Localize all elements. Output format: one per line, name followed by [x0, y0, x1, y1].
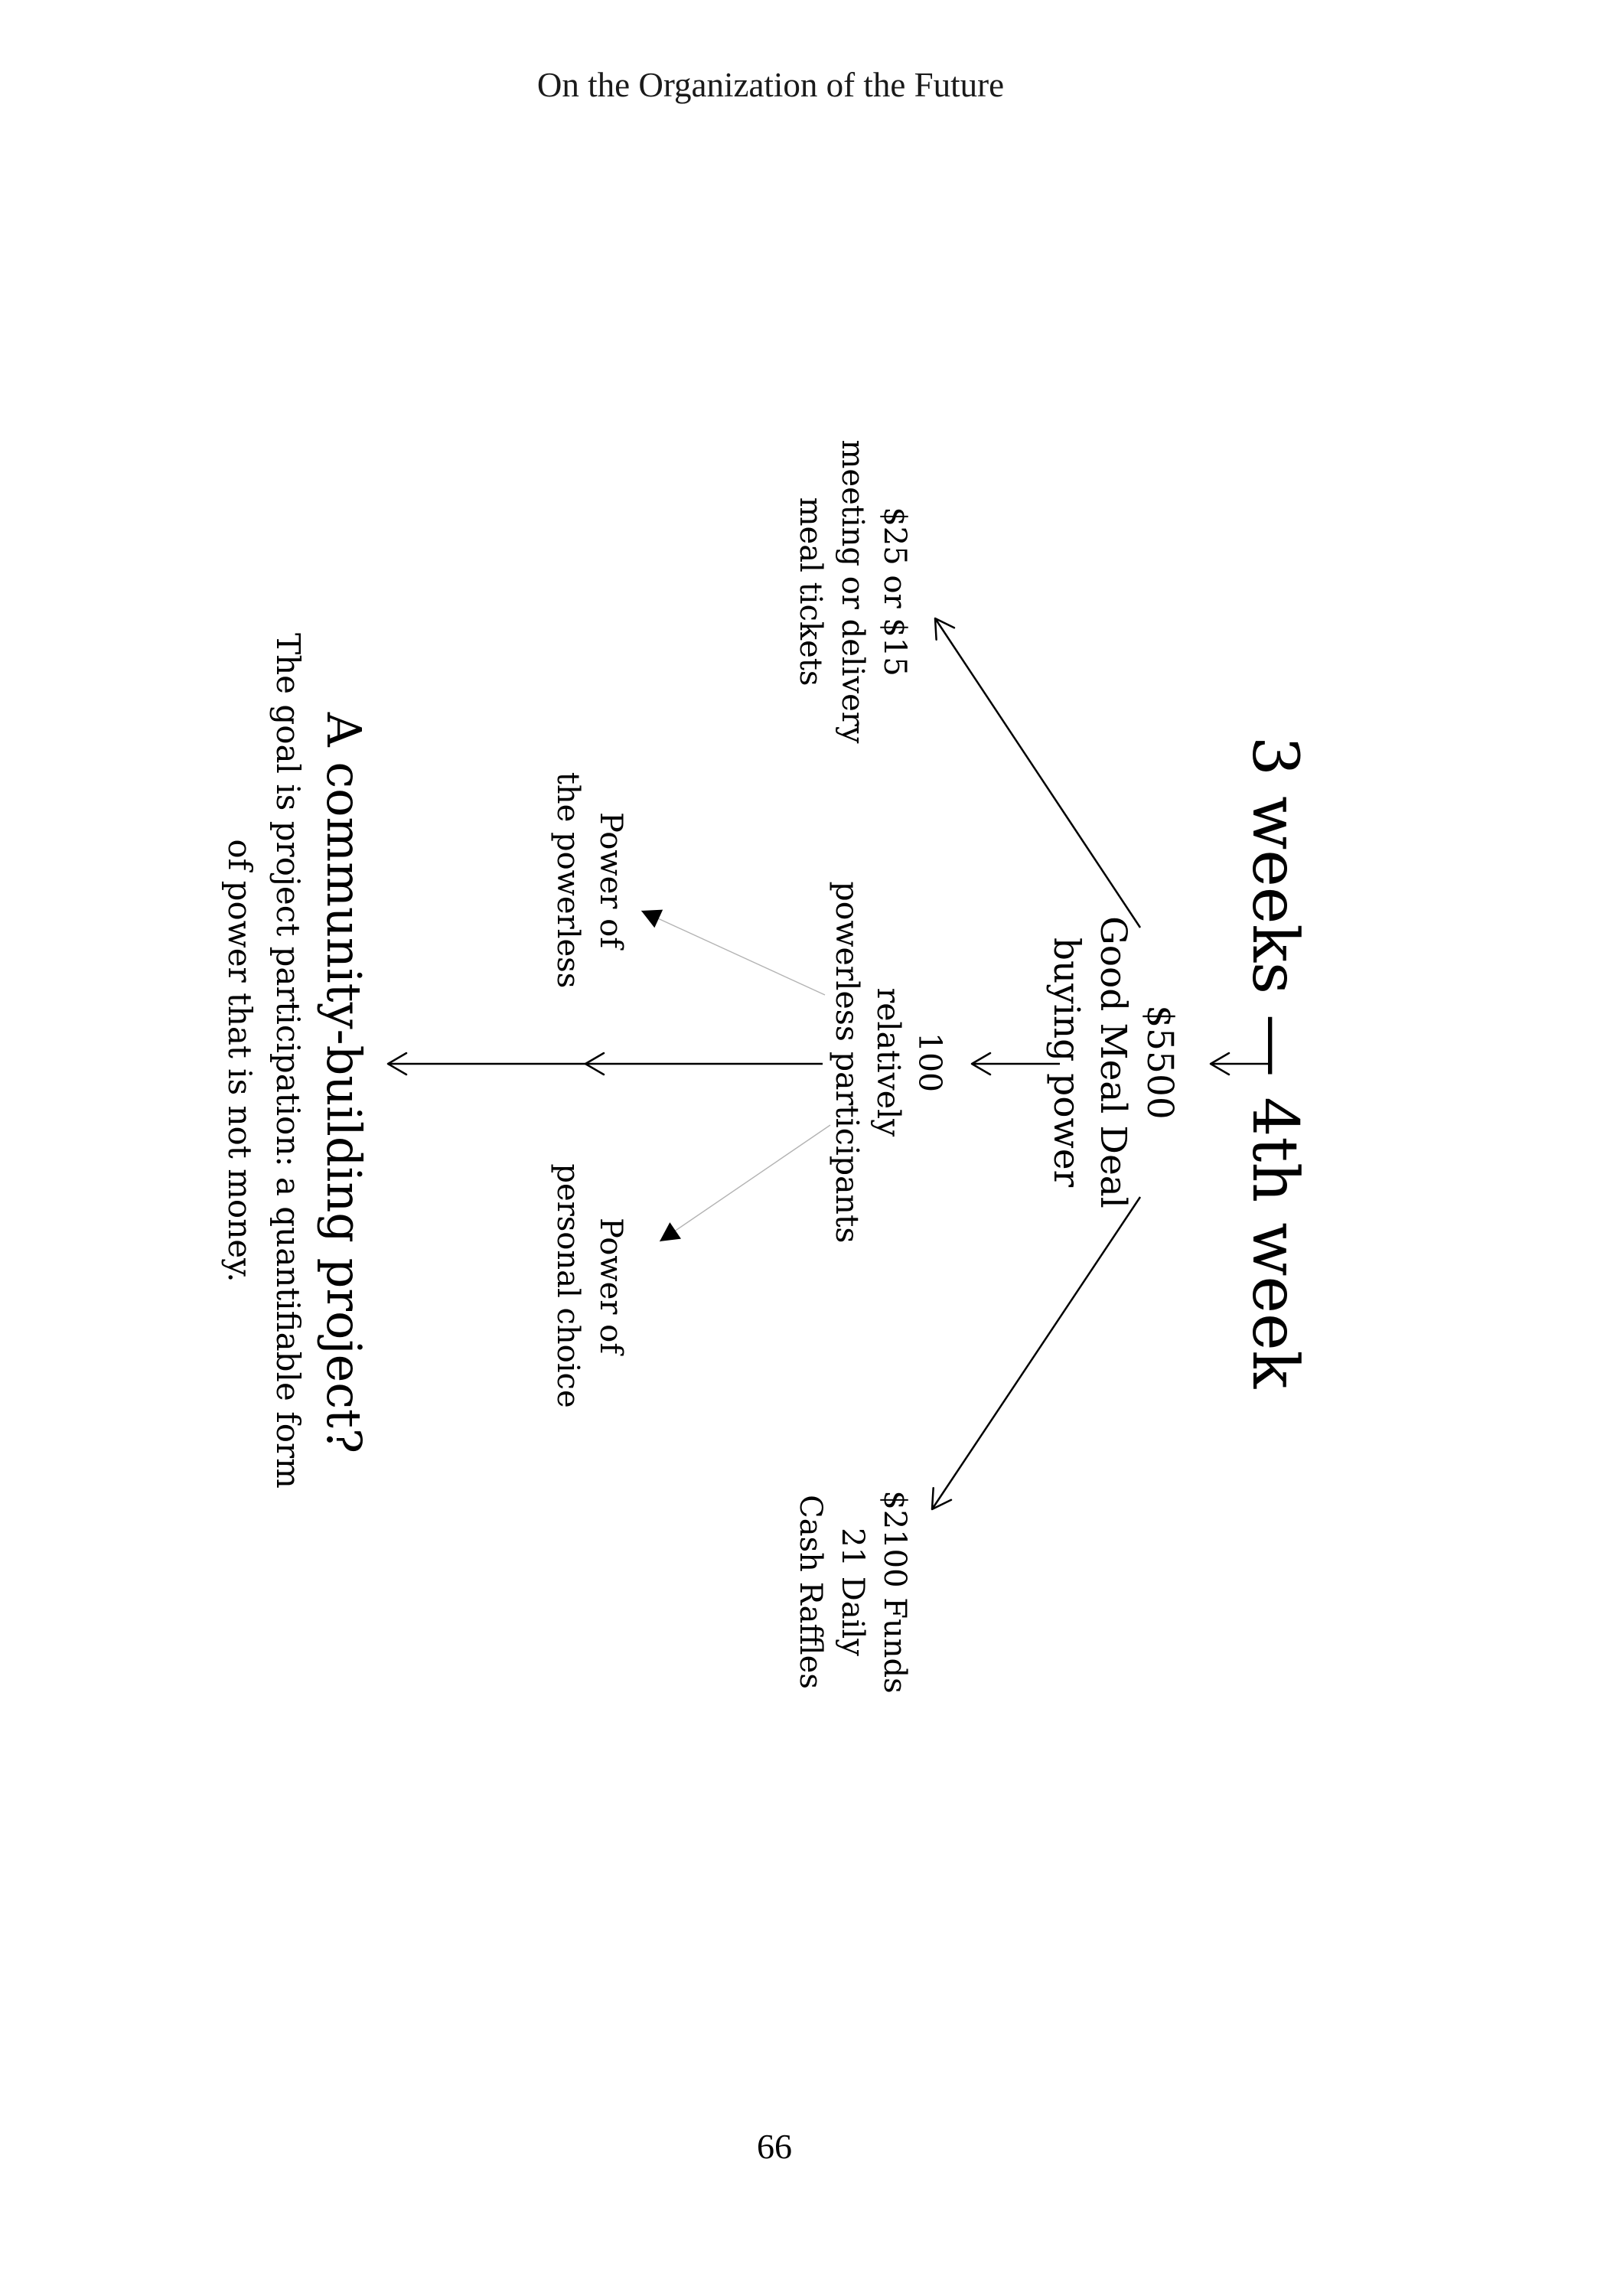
node-line: relatively [870, 987, 907, 1137]
meal-tickets-node: $25 or $15 meeting or delivery meal tick… [789, 440, 915, 744]
link-participants-to-choice [659, 1124, 831, 1242]
node-line: buying power [1045, 937, 1087, 1188]
cash-raffles-node: $2100 Funds 21 Daily Cash Raffles [789, 1490, 915, 1693]
goal-line: of power that is not money. [221, 839, 259, 1283]
node-line: Cash Raffles [793, 1495, 828, 1689]
figure-title: 3 weeks — 4th week [1238, 735, 1311, 1389]
node-line: the powerless [550, 771, 585, 989]
node-line: 21 Daily [835, 1528, 870, 1656]
node-line: 100 [911, 1032, 948, 1093]
participants-node: 100 relatively powerless participants [826, 882, 950, 1244]
node-line: Good Meal Deal [1092, 916, 1134, 1208]
node-line: $25 or $15 [877, 507, 912, 677]
arrow-meal-deal-to-meal-tickets [934, 617, 1142, 928]
node-line: personal choice [550, 1163, 585, 1408]
node-line: Power of [593, 1217, 628, 1354]
node-line: $5500 [1139, 1005, 1181, 1120]
node-line: $2100 Funds [877, 1490, 912, 1694]
rotated-figure: 3 weeks — 4th week $5500 Good Meal Deal … [221, 413, 1377, 1714]
running-header: On the Organization of the Future [536, 66, 1005, 104]
page-number: 66 [757, 2127, 792, 2166]
goal-line: The goal is project participation: a qua… [269, 633, 307, 1489]
node-line: meal tickets [793, 497, 828, 687]
meal-deal-node: $5500 Good Meal Deal buying power [1043, 916, 1183, 1208]
figure-connectors [386, 617, 1270, 1511]
node-line: Power of [593, 811, 628, 948]
power-of-choice-node: Power of personal choice [546, 1163, 632, 1407]
figure-heading: A community-building project? [316, 712, 372, 1454]
arrow-meal-deal-to-cash-raffles [931, 1196, 1142, 1511]
link-participants-to-powerless [641, 909, 826, 996]
figure-goal-text: The goal is project participation: a qua… [216, 633, 312, 1489]
node-line: powerless participants [829, 881, 865, 1244]
node-line: meeting or delivery [835, 439, 870, 744]
power-of-powerless-node: Power of the powerless [546, 772, 632, 988]
